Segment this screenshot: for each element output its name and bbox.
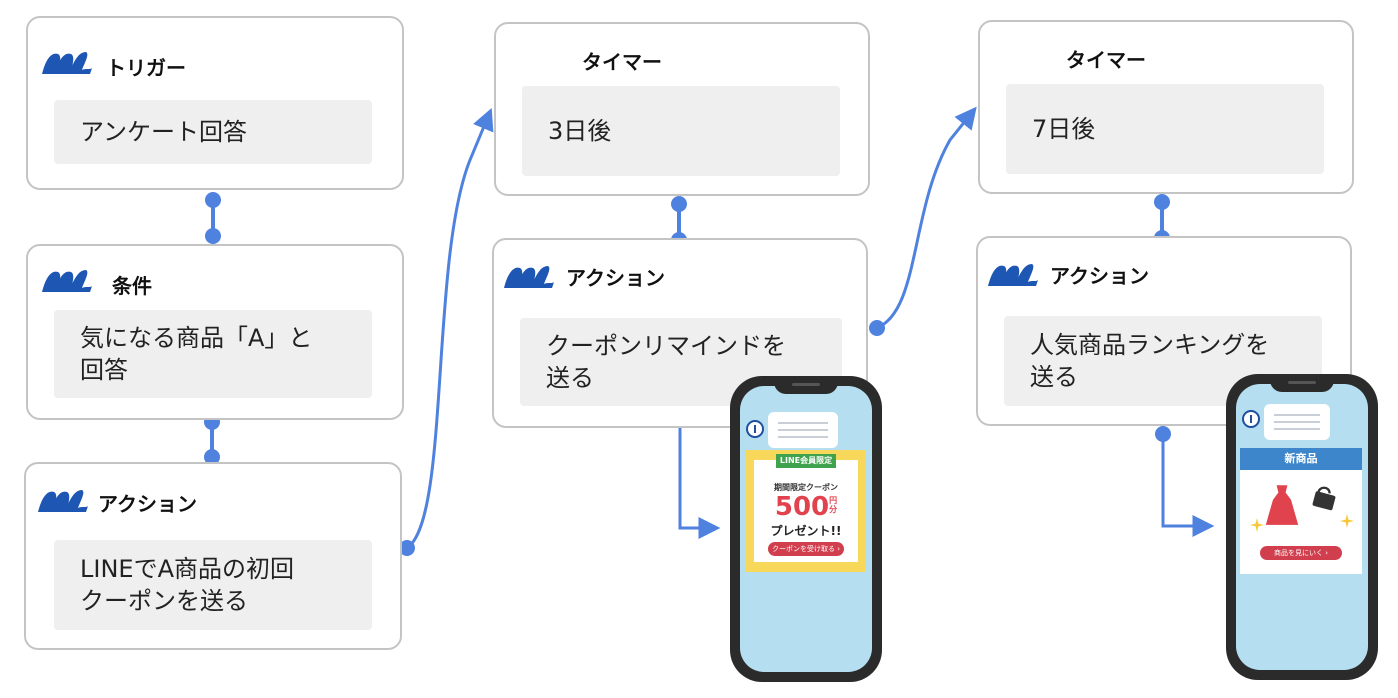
- logo-icon: [42, 52, 92, 74]
- logo-icon: [38, 490, 88, 512]
- flow-arrow-to-timer1: [399, 107, 494, 556]
- coupon-card: LINE会員限定 期間限定クーポン 500円 分 プレゼント!! クーポンを受け…: [746, 450, 866, 572]
- action-detail-1: LINEでA商品の初回 クーポンを送る: [54, 540, 372, 630]
- action-detail-text-3: 人気商品ランキングを 送る: [1030, 331, 1270, 391]
- coupon-amount-value: 500: [774, 492, 830, 522]
- product-view-button[interactable]: 商品を見にいく ›: [1260, 546, 1342, 560]
- product-card: 新商品 商品を見にいく ›: [1240, 448, 1362, 574]
- phone-notch-1: [774, 376, 838, 394]
- trigger-card[interactable]: トリガー アンケート回答: [26, 16, 404, 190]
- coupon-amount-unit: 円 分: [829, 496, 838, 514]
- logo-icon: [504, 266, 554, 288]
- arrow-to-phone-2: [1155, 426, 1215, 537]
- condition-title: 条件: [112, 274, 152, 298]
- coupon-ribbon: LINE会員限定: [776, 454, 836, 468]
- coupon-subtitle: 期間限定クーポン: [774, 483, 838, 492]
- condition-card[interactable]: 条件 気になる商品「A」と 回答: [26, 244, 404, 420]
- trigger-title: トリガー: [106, 56, 186, 80]
- dress-icon: [1265, 485, 1299, 525]
- timer-card-1[interactable]: タイマー 3日後: [494, 22, 870, 196]
- action-card-2[interactable]: アクション クーポンリマインドを 送る: [492, 238, 868, 428]
- handbag-icon: [1312, 486, 1336, 511]
- sparkle-icon: [1250, 518, 1264, 532]
- coupon-paper: LINE会員限定 期間限定クーポン 500円 分 プレゼント!! クーポンを受け…: [754, 454, 858, 562]
- connector-trigger-condition: [205, 192, 221, 244]
- logo-icon: [988, 264, 1038, 286]
- phone-screen-2: 新商品 商品を見にいく ›: [1236, 384, 1368, 670]
- timer-card-2[interactable]: タイマー 7日後: [978, 20, 1354, 194]
- condition-detail: 気になる商品「A」と 回答: [54, 310, 372, 398]
- phone-mockup-coupon: LINE会員限定 期間限定クーポン 500円 分 プレゼント!! クーポンを受け…: [730, 376, 882, 682]
- action-card-1[interactable]: アクション LINEでA商品の初回 クーポンを送る: [24, 462, 402, 650]
- action-title-1: アクション: [98, 492, 197, 516]
- product-banner: 新商品: [1240, 448, 1362, 470]
- trigger-detail: アンケート回答: [54, 100, 372, 164]
- timer-title-2: タイマー: [1066, 48, 1146, 72]
- phone-mockup-product: 新商品 商品を見にいく ›: [1226, 374, 1378, 680]
- coupon-amount: 500円 分: [754, 492, 858, 522]
- timer-title-1: タイマー: [582, 50, 662, 74]
- avatar-icon: [1242, 410, 1260, 428]
- avatar-icon: [746, 420, 764, 438]
- timer-detail-text-1: 3日後: [548, 117, 612, 145]
- action-detail-text-2: クーポンリマインドを 送る: [546, 332, 786, 392]
- action-title-3: アクション: [1050, 264, 1149, 288]
- connector-condition-action: [204, 414, 220, 465]
- flow-arrow-to-timer2: [869, 106, 977, 336]
- action-title-2: アクション: [566, 266, 665, 290]
- logo-icon: [42, 270, 92, 292]
- phone-screen-1: LINE会員限定 期間限定クーポン 500円 分 プレゼント!! クーポンを受け…: [740, 386, 872, 672]
- timer-detail-2: 7日後: [1006, 84, 1324, 174]
- coupon-get-button[interactable]: クーポンを受け取る ›: [768, 542, 844, 556]
- message-bubble-2: [1264, 404, 1330, 440]
- trigger-detail-text: アンケート回答: [80, 118, 248, 146]
- message-bubble-1: [768, 412, 838, 448]
- arrow-to-phone-1: [678, 428, 721, 539]
- timer-detail-text-2: 7日後: [1032, 115, 1096, 143]
- timer-detail-1: 3日後: [522, 86, 840, 176]
- action-detail-text-1: LINEでA商品の初回 クーポンを送る: [80, 555, 294, 615]
- phone-notch-2: [1270, 374, 1334, 392]
- coupon-present: プレゼント!!: [770, 524, 842, 538]
- condition-detail-text: 気になる商品「A」と 回答: [80, 324, 313, 384]
- sparkle-icon: [1340, 514, 1354, 528]
